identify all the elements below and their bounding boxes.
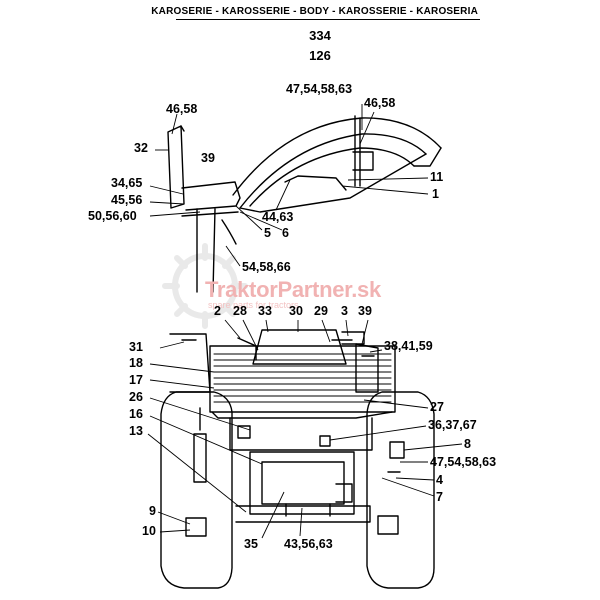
- callout-35: 35: [244, 537, 258, 551]
- side-tank: [355, 343, 379, 393]
- watermark-tagline: spare parts for tractors: [208, 300, 299, 310]
- callout-8: 8: [464, 437, 471, 451]
- callout-32: 32: [134, 141, 148, 155]
- callout-38-41-59: 38,41,59: [384, 339, 433, 353]
- callout-6: 6: [282, 226, 289, 240]
- callout-28: 28: [233, 304, 247, 318]
- callout-18: 18: [129, 356, 143, 370]
- callout-30: 30: [289, 304, 303, 318]
- callout-26: 26: [129, 390, 143, 404]
- callout-44-63: 44,63: [262, 210, 294, 224]
- page-number-secondary: 126: [309, 48, 331, 63]
- callout-7: 7: [436, 490, 443, 504]
- callout-43-56-63: 43,56,63: [284, 537, 333, 551]
- watermark-gear-icon: [162, 243, 248, 329]
- callout-46-58-left: 46,58: [166, 102, 198, 116]
- callout-54-58-66: 54,58,66: [242, 260, 291, 274]
- callout-36-37-67: 36,37,67: [428, 418, 477, 432]
- callout-9: 9: [149, 504, 156, 518]
- callout-13: 13: [129, 424, 143, 438]
- callout-47-54-58-63-bottom: 47,54,58,63: [430, 455, 497, 469]
- callout-2: 2: [214, 304, 221, 318]
- left-rear-wheel: [160, 333, 233, 589]
- callout-5: 5: [264, 226, 271, 240]
- callout-39-top: 39: [201, 151, 215, 165]
- callout-leaders: [147, 104, 463, 539]
- callout-29: 29: [314, 304, 328, 318]
- callout-45-56: 45,56: [111, 193, 143, 207]
- callout-3: 3: [341, 304, 348, 318]
- page-number-primary: 334: [309, 28, 331, 43]
- cab-lower-body: [211, 411, 393, 523]
- callout-34-65: 34,65: [111, 176, 143, 190]
- callout-17: 17: [129, 373, 143, 387]
- callout-1: 1: [432, 187, 439, 201]
- watermark-logo-text: TraktorPartner.sk: [205, 277, 381, 302]
- callout-4: 4: [436, 473, 443, 487]
- callout-46-58-right: 46,58: [364, 96, 396, 110]
- callout-39-mid: 39: [358, 304, 372, 318]
- fender: [221, 115, 442, 245]
- callout-47-54-58-63-top: 47,54,58,63: [286, 82, 353, 96]
- callout-50-56-60: 50,56,60: [88, 209, 137, 223]
- page-header-title: KAROSERIE - KAROSSERIE - BODY - KAROSSER…: [151, 6, 478, 17]
- header-rule: [176, 19, 480, 20]
- callout-11: 11: [430, 170, 444, 184]
- callout-27: 27: [430, 400, 444, 414]
- callout-16: 16: [129, 407, 143, 421]
- hood-top: [237, 329, 365, 365]
- callout-31: 31: [129, 340, 143, 354]
- callout-10: 10: [142, 524, 156, 538]
- callout-33: 33: [258, 304, 272, 318]
- right-rear-wheel: [366, 391, 435, 589]
